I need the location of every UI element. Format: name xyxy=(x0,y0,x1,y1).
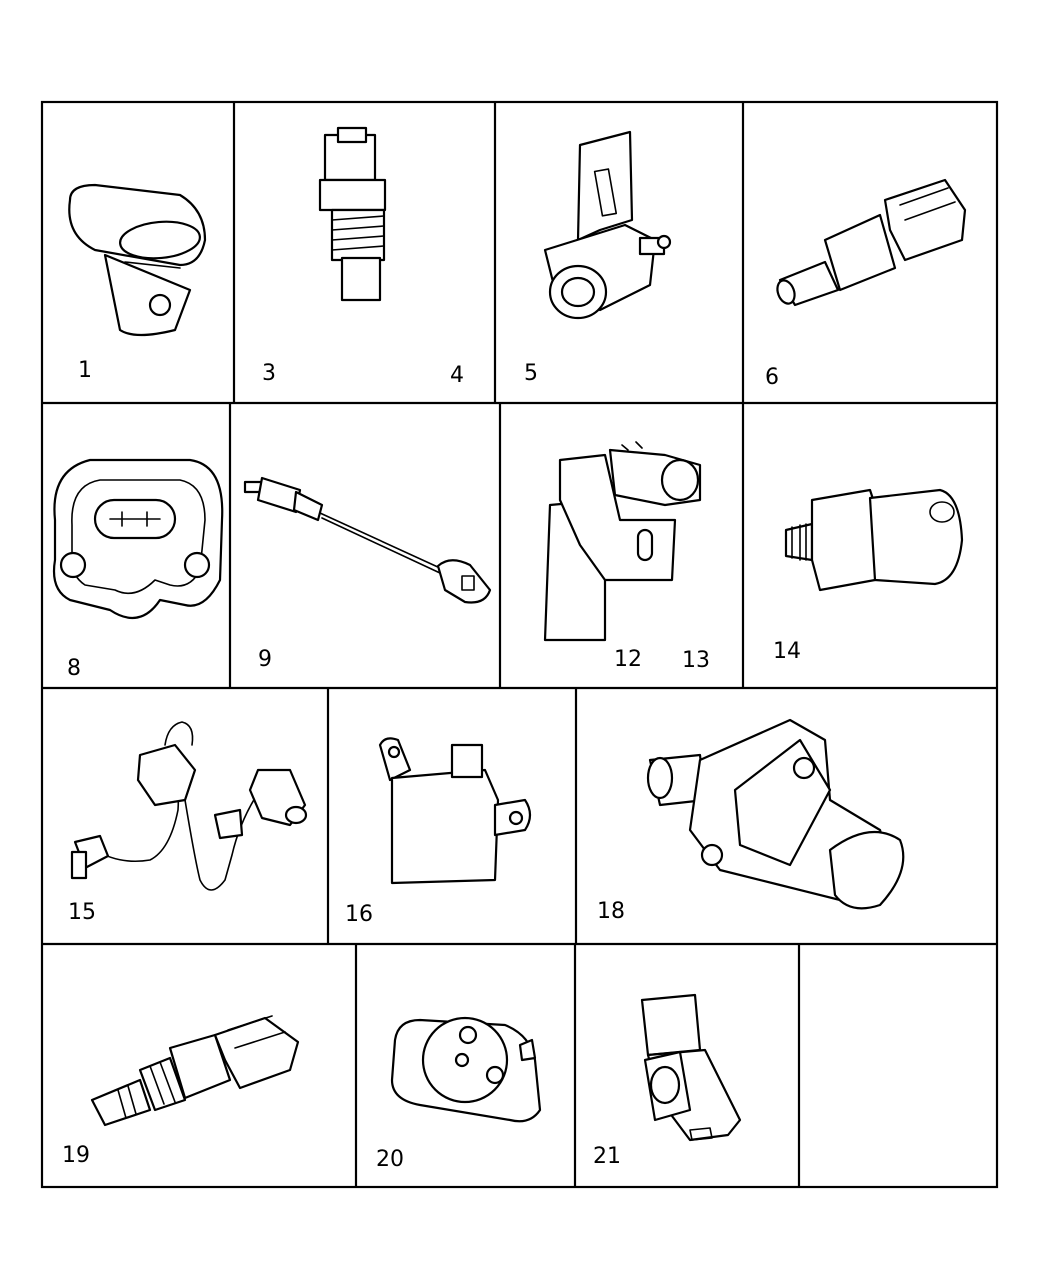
part-illustration-12 xyxy=(543,441,702,642)
callout-19: 19 xyxy=(62,1143,90,1168)
callout-6: 6 xyxy=(765,365,779,390)
callout-4: 4 xyxy=(450,363,464,388)
part-illustration-1 xyxy=(68,183,207,337)
part-illustration-14 xyxy=(784,488,964,592)
callout-1: 1 xyxy=(78,358,92,383)
part-illustration-15 xyxy=(70,721,308,891)
part-illustration-16 xyxy=(378,737,532,885)
callout-3: 3 xyxy=(262,361,276,386)
callout-5: 5 xyxy=(524,361,538,386)
part-illustration-19 xyxy=(90,1015,300,1127)
part-illustration-6 xyxy=(776,178,967,307)
callout-14: 14 xyxy=(773,639,801,664)
part-illustration-5 xyxy=(543,130,672,320)
callout-18: 18 xyxy=(597,899,625,924)
callout-21: 21 xyxy=(593,1144,621,1169)
part-illustration-21 xyxy=(640,993,742,1142)
part-illustration-18 xyxy=(646,718,905,910)
callout-13: 13 xyxy=(682,648,710,673)
callout-16: 16 xyxy=(345,902,373,927)
part-illustration-3 xyxy=(318,126,387,302)
grid-lines xyxy=(40,100,999,1189)
callout-8: 8 xyxy=(67,656,81,681)
callout-20: 20 xyxy=(376,1147,404,1172)
part-illustration-8 xyxy=(52,458,224,620)
callout-15: 15 xyxy=(68,900,96,925)
part-illustration-20 xyxy=(390,1016,542,1123)
callout-12: 12 xyxy=(614,647,642,672)
part-illustration-9 xyxy=(243,476,492,604)
callout-9: 9 xyxy=(258,647,272,672)
